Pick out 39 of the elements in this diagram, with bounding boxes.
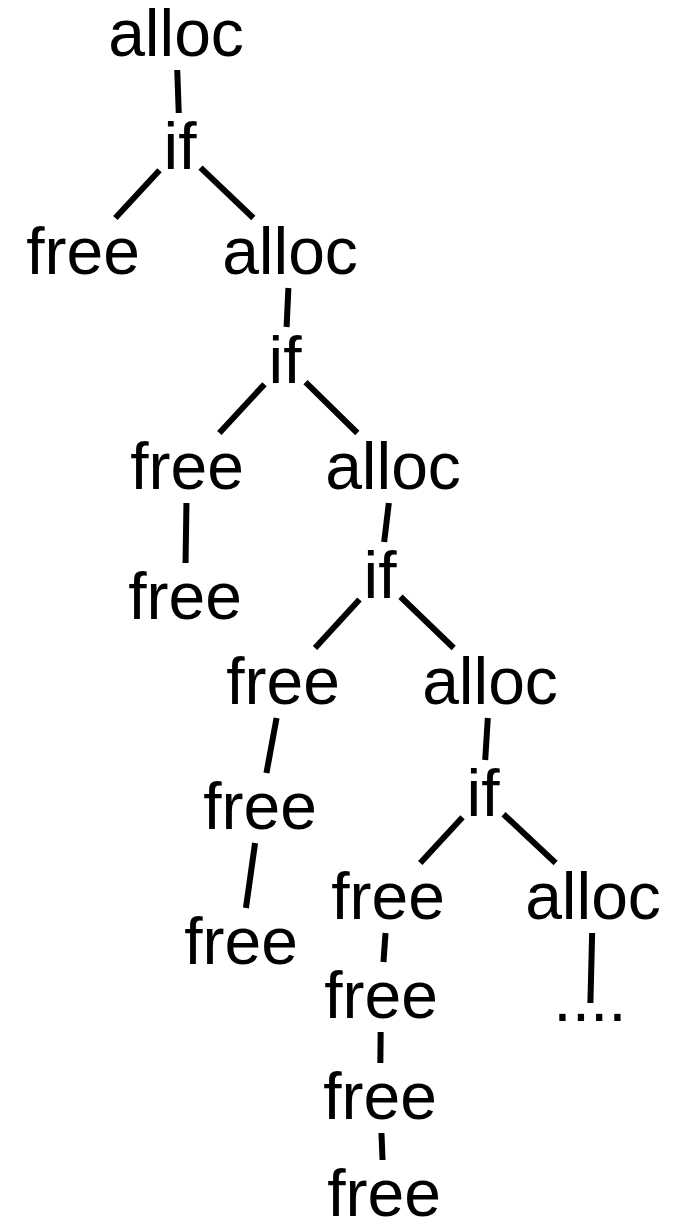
connector-line — [501, 812, 558, 866]
tree-node-label: .... — [549, 965, 631, 1035]
tree-node-label: free — [124, 563, 246, 633]
tree-node-label: free — [199, 773, 321, 843]
tree-node-label: alloc — [104, 0, 248, 70]
tree-node-label: alloc — [321, 433, 465, 503]
connector-line — [242, 842, 259, 909]
tree-node-label: if — [264, 327, 306, 397]
connector-line — [398, 594, 456, 651]
tree-node-label: if — [359, 542, 401, 612]
connector-line — [303, 380, 360, 436]
tree-node-label: alloc — [218, 218, 362, 288]
connector-line — [378, 1132, 386, 1161]
connector-line — [217, 382, 267, 436]
tree-node-label: free — [320, 962, 442, 1032]
tree-node-label: alloc — [418, 648, 562, 718]
tree-node-label: free — [222, 648, 344, 718]
connector-line — [377, 1031, 384, 1064]
connector-line — [482, 717, 491, 761]
tree-node-label: free — [327, 863, 449, 933]
tree-node-label: free — [319, 1063, 441, 1133]
connector-line — [380, 932, 389, 963]
connector-line — [312, 597, 362, 651]
connector-line — [587, 932, 596, 1004]
tree-node-label: if — [462, 760, 504, 830]
tree-node-label: alloc — [521, 863, 665, 933]
connector-line — [198, 165, 256, 221]
tree-node-label: if — [159, 113, 201, 183]
tree-node-label: free — [323, 1160, 445, 1226]
tree-node-label: free — [22, 218, 144, 288]
connector-line — [182, 502, 190, 564]
connector-line — [381, 502, 392, 543]
connector-line — [113, 168, 162, 221]
tree-node-label: free — [180, 908, 302, 978]
connector-line — [263, 717, 280, 774]
connector-line — [418, 815, 465, 866]
connector-line — [174, 69, 182, 114]
tree-node-label: free — [126, 433, 248, 503]
connector-line — [283, 287, 292, 328]
